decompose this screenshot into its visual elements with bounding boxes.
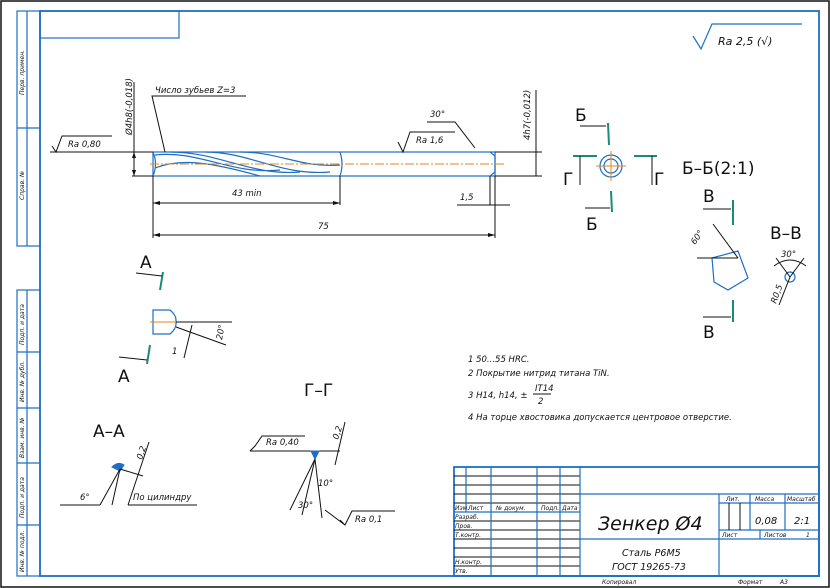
tb-role-tech-control: Т.контр.: [455, 532, 481, 539]
tb-sheet-label: Лист: [721, 532, 738, 539]
stamp-sign-date-1: Подп. и дата: [19, 304, 26, 345]
section-mark-a-bottom: А: [118, 367, 130, 387]
tb-lit-label: Лит.: [725, 496, 740, 503]
format-value: А3: [779, 579, 788, 586]
section-vv-angle: 30°: [781, 250, 796, 260]
material-line-2: ГОСТ 19265-73: [612, 562, 686, 573]
section-mark-v-top: В: [703, 187, 715, 207]
shank-diameter-dim: Ø4h8(-0,018): [124, 78, 135, 136]
tb-sheets-label: Листов: [763, 532, 787, 539]
top-code-box: [39, 10, 180, 39]
countersink-main-view: [150, 151, 505, 177]
section-aa: А–А 6° 0,2 По цилиндру: [60, 422, 197, 506]
flute-length-dim: 43 min: [232, 189, 262, 199]
stamp-reference-no: Справ. №: [19, 171, 26, 200]
stamp-dup-inv: Инв. № дубл.: [19, 361, 26, 402]
view-a: А А 1 20°: [118, 253, 232, 387]
view-a-angle: 20°: [215, 324, 227, 341]
part-name: Зенкер Ø4: [598, 513, 703, 535]
copied-label: Копировал: [602, 579, 636, 586]
tb-sheets-value: 1: [806, 532, 810, 539]
tb-scale-label: Масштаб: [787, 496, 816, 503]
tb-role-developer: Разраб.: [455, 514, 479, 521]
material-line-1: Сталь Р6М5: [622, 548, 681, 559]
section-vv-title: В–В: [770, 224, 802, 244]
section-mark-b-bottom: Б: [586, 215, 598, 235]
section-gg-land: 0,2: [331, 425, 345, 441]
tb-role-norm-control: Н.контр.: [455, 559, 482, 566]
section-mark-a-top: А: [140, 253, 152, 273]
section-mark-g-left: Г: [563, 170, 573, 190]
roughness-left: Ra 0,80: [68, 140, 101, 150]
section-gg-angle-small: 10°: [318, 479, 333, 489]
title-block: Изм. Лист № докум. Подп. Дата Разраб. Пр…: [453, 466, 820, 577]
section-mark-v-bottom: В: [703, 323, 715, 343]
stamp-sign-date-2: Подп. и дата: [19, 477, 26, 518]
section-vv: В–В 30° R0,5: [769, 224, 807, 306]
stamp-original-inv: Инв. № подл.: [19, 531, 26, 572]
side-stamp: Перв. примен. Справ. № Подп. и дата Инв.…: [16, 10, 41, 577]
general-roughness-label: Ra 2,5 (√): [718, 35, 772, 48]
section-mark-b-top: Б: [575, 106, 587, 126]
view-v-angle: 60°: [689, 229, 706, 247]
roughness-right: Ra 1,6: [416, 136, 444, 146]
section-gg-angle-large: 30°: [298, 501, 313, 511]
technical-requirements: 1 50...55 HRC. 2 Покрытие нитрид титана …: [468, 355, 732, 423]
tb-mass-label: Масса: [755, 496, 774, 503]
section-bb-title: Б–Б(2:1): [682, 159, 754, 179]
tb-role-approved: Утв.: [455, 568, 468, 575]
chamfer-angle-dim: 30°: [430, 110, 445, 120]
tolerance-denominator: 2: [538, 397, 543, 407]
section-mark-g-right: Г: [654, 170, 664, 190]
tb-header-sheet: Лист: [467, 505, 484, 512]
view-v: В В 60°: [689, 187, 749, 343]
tb-mass-value: 0,08: [755, 516, 777, 527]
tech-note-4: 4 На торце хвостовика допускается центро…: [468, 413, 732, 423]
end-view: Б Б Г Г Б–Б(2:1): [563, 106, 754, 235]
tb-header-sign: Подп.: [541, 505, 559, 512]
section-gg: Г–Г Ra 0,40 10° 30° 0,2 Ra 0,1: [249, 381, 395, 526]
tb-header-date: Дата: [561, 505, 578, 512]
teeth-count-note: Число зубьев Z=3: [155, 86, 235, 96]
tb-scale-value: 2:1: [794, 516, 810, 527]
cutting-diameter-dim: 4h7(-0,012): [523, 90, 533, 140]
main-view-dimensions: Ø4h8(-0,018) Ra 0,80 Число зубьев Z=3 Ra…: [50, 78, 542, 238]
section-gg-roughness-bottom: Ra 0,1: [355, 515, 382, 525]
general-roughness: Ra 2,5 (√): [692, 23, 802, 51]
tech-note-3: 3 H14, h14, ±: [468, 391, 527, 401]
stamp-replace-inv: Взам. инв. №: [19, 417, 26, 458]
tolerance-numerator: IT14: [535, 384, 554, 394]
stamp-first-use: Перв. примен.: [19, 50, 26, 95]
section-aa-land: 0,2: [135, 445, 149, 461]
section-gg-title: Г–Г: [304, 381, 333, 401]
tb-header-docno: № докум.: [495, 505, 526, 512]
format-label: Формат: [738, 579, 763, 586]
section-aa-angle: 6°: [80, 493, 90, 503]
total-length-dim: 75: [318, 222, 329, 232]
section-aa-title: А–А: [93, 422, 125, 442]
tech-note-2: 2 Покрытие нитрид титана TiN.: [468, 369, 610, 379]
view-a-width: 1: [172, 347, 177, 357]
section-gg-roughness-top: Ra 0,40: [266, 438, 299, 448]
tech-note-1: 1 50...55 HRC.: [468, 355, 529, 365]
tb-header-change: Изм.: [455, 505, 469, 512]
tb-role-checker: Пров.: [455, 523, 473, 530]
section-aa-note: По цилиндру: [133, 493, 192, 503]
end-length-dim: 1,5: [460, 193, 474, 203]
